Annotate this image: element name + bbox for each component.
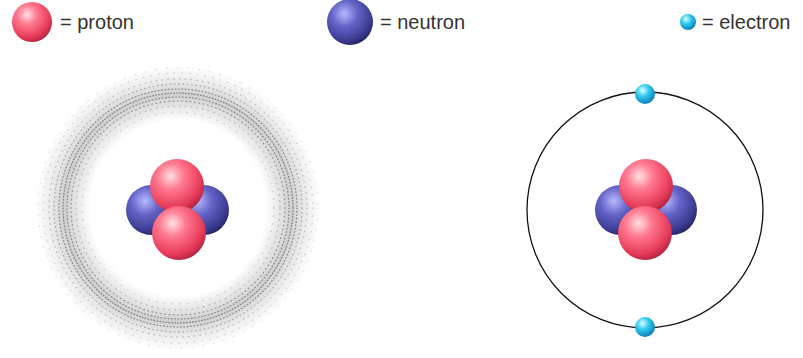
nucleus (126, 159, 229, 260)
neutron-swatch (327, 0, 373, 45)
electron-swatch (680, 14, 696, 30)
legend-label: = neutron (380, 10, 465, 34)
nucleus (595, 159, 697, 260)
electron-cloud (36, 66, 320, 350)
electron-orbit (527, 92, 763, 328)
electron (635, 317, 655, 337)
legend-label: = electron (702, 10, 790, 34)
legend-label: = proton (60, 10, 134, 34)
electron (635, 84, 655, 104)
proton-swatch (12, 2, 52, 42)
